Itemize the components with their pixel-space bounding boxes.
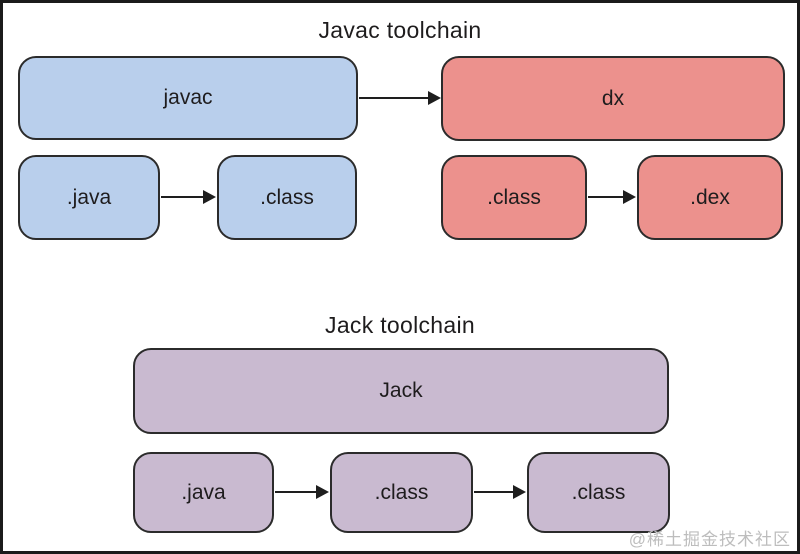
jack-java-file-node: .java [133,452,274,533]
javac-class-file-node: .class [217,155,357,240]
jack-class-file-node-1: .class [330,452,473,533]
javac-compiler-node: javac [18,56,358,140]
arrow-javac-to-dx [359,91,441,105]
jack-compiler-node: Jack [133,348,669,434]
javac-java-file-node: .java [18,155,160,240]
arrow-jack-java-to-class [275,485,329,499]
arrow-java-to-class [161,190,216,204]
dx-class-file-node: .class [441,155,587,240]
watermark-text: @稀土掘金技术社区 [628,530,791,549]
arrow-class-to-dex [588,190,636,204]
javac-toolchain-title: Javac toolchain [318,17,482,43]
jack-toolchain-title: Jack toolchain [325,312,475,338]
arrow-jack-class-to-class [474,485,526,499]
dx-tool-node: dx [441,56,785,141]
jack-class-file-node-2: .class [527,452,670,533]
dx-dex-file-node: .dex [637,155,783,240]
